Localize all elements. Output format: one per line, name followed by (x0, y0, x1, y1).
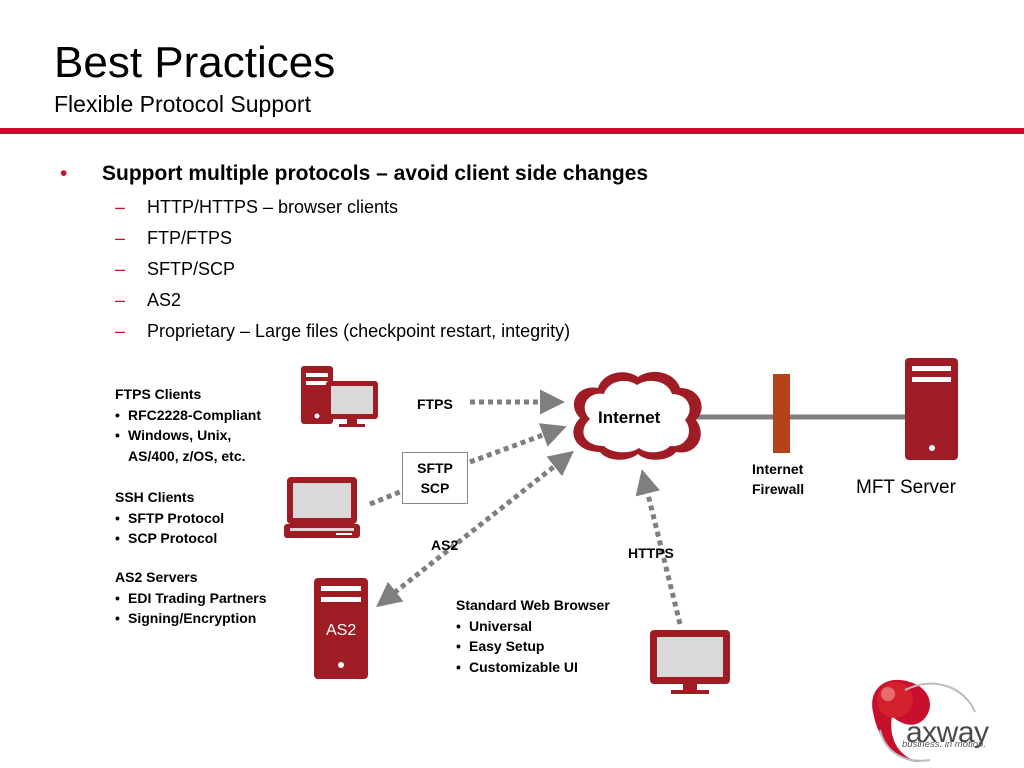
web-browser-heading: Standard Web Browser (456, 597, 610, 613)
list-item: Universal (456, 616, 610, 637)
ftps-clients-heading: FTPS Clients (115, 386, 202, 402)
ssh-client-laptop-icon (284, 477, 360, 538)
ftps-clients-group: FTPS Clients RFC2228-Compliant Windows, … (115, 384, 261, 466)
web-browser-group: Standard Web Browser Universal Easy Setu… (456, 595, 610, 677)
list-item: Signing/Encryption (115, 608, 266, 629)
ssh-clients-heading: SSH Clients (115, 489, 195, 505)
ftps-connection-label: FTPS (417, 396, 453, 412)
sftp-scp-label-box: SFTP SCP (402, 452, 468, 504)
bullet-dot-icon: • (60, 162, 68, 185)
https-connection-label: HTTPS (628, 545, 674, 561)
as2-server-icon (314, 578, 368, 679)
logo-tagline: business. in motion. (902, 739, 986, 750)
dash-icon: – (115, 290, 126, 310)
main-bullet-text: Support multiple protocols – avoid clien… (102, 162, 649, 185)
sub-item-text: HTTP/HTTPS – browser clients (147, 197, 399, 217)
sub-item-text: Proprietary – Large files (checkpoint re… (147, 321, 571, 341)
sub-item-text: SFTP/SCP (147, 259, 236, 279)
firewall-label-line2: Firewall (752, 481, 805, 497)
list-item: EDI Trading Partners (115, 588, 266, 609)
ftps-client-icon (301, 366, 378, 427)
ssh-clients-group: SSH Clients SFTP Protocol SCP Protocol (115, 487, 224, 549)
sub-item-text: AS2 (147, 290, 182, 310)
as2-connection-label: AS2 (431, 537, 459, 553)
list-item: RFC2228-Compliant (115, 405, 261, 426)
list-item: Customizable UI (456, 657, 610, 678)
dash-icon: – (115, 259, 126, 279)
mft-server-icon (905, 358, 958, 460)
sub-item-text: FTP/FTPS (147, 228, 232, 248)
as2-arrow (376, 450, 574, 608)
web-browser-monitor-icon (650, 630, 730, 694)
dash-icon: – (115, 228, 126, 248)
as2-servers-heading: AS2 Servers (115, 569, 198, 585)
as2-servers-group: AS2 Servers EDI Trading Partners Signing… (115, 567, 266, 629)
internet-label: Internet (598, 408, 661, 427)
title-divider (0, 128, 1024, 134)
firewall-label-line1: Internet (752, 461, 804, 477)
logo-wordmark: axway (906, 716, 989, 749)
internet-cloud-icon (573, 371, 702, 460)
slide-title: Best Practices (54, 38, 336, 87)
sftp-connection-label: SFTP (417, 460, 453, 476)
sftp-arrow-left (369, 489, 401, 507)
list-item: SFTP Protocol (115, 508, 224, 529)
sftp-arrow-right (469, 423, 567, 465)
firewall-icon (773, 374, 790, 453)
dash-icon: – (115, 197, 126, 217)
as2-server-device-label: AS2 (326, 622, 357, 639)
list-item: Windows, Unix, (115, 425, 261, 446)
https-arrow (635, 469, 683, 625)
slide-subtitle: Flexible Protocol Support (54, 91, 311, 117)
scp-connection-label: SCP (420, 480, 450, 496)
mft-server-label: MFT Server (856, 477, 956, 498)
list-item-continuation: AS/400, z/OS, etc. (128, 447, 246, 464)
list-item: SCP Protocol (115, 528, 224, 549)
list-item: Easy Setup (456, 636, 610, 657)
firewall-label: Internet Firewall (752, 459, 804, 499)
dash-icon: – (115, 321, 126, 341)
axway-logo-icon (872, 679, 976, 762)
